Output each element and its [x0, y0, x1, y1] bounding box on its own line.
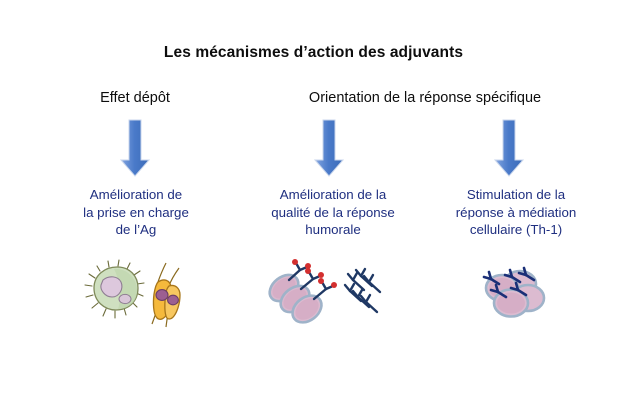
page-title: Les mécanismes d’action des adjuvants [163, 44, 464, 61]
heading-orientation-reponse: Orientation de la réponse spécifique [308, 90, 542, 106]
caption-line: cellulaire (Th-1) [469, 222, 563, 237]
caption-column-2: Amélioration de la qualité de la réponse… [248, 186, 418, 239]
caption-line: humorale [305, 222, 361, 237]
caption-line: Amélioration de [89, 187, 183, 202]
caption-line: qualité de la réponse [271, 204, 395, 220]
illustration-plasma-cells-antibodies [258, 258, 388, 330]
caption-line: réponse à médiation [455, 204, 577, 220]
caption-column-1: Amélioration de la prise en charge de l’… [52, 186, 220, 239]
down-arrow-icon-2 [309, 118, 349, 178]
caption-line: Stimulation de la [466, 187, 566, 202]
illustration-t-cell-cluster [468, 262, 558, 328]
heading-effet-depot: Effet dépôt [100, 90, 170, 106]
illustration-macrophage-dendritic-cells [78, 258, 188, 330]
caption-line: la prise en charge [83, 204, 189, 220]
caption-line: Amélioration de la [279, 187, 387, 202]
caption-line: de l’Ag [115, 222, 157, 237]
caption-column-3: Stimulation de la réponse à médiation ce… [428, 186, 604, 239]
down-arrow-icon-3 [489, 118, 529, 178]
down-arrow-icon-1 [115, 118, 155, 178]
